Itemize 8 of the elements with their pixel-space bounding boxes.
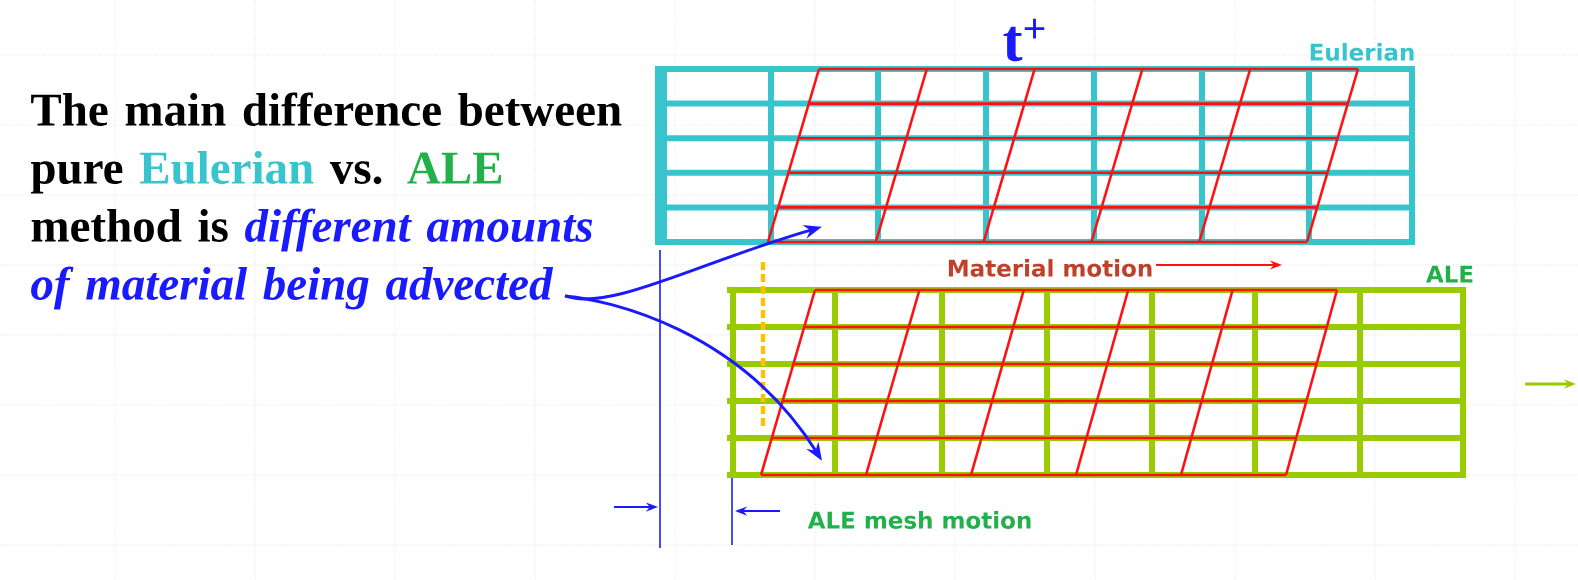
title: t$^{+}$ bbox=[1003, 18, 1045, 62]
mesh-drawing bbox=[655, 66, 1415, 245]
mesh-drawing bbox=[727, 287, 1466, 478]
motion-label: ALE mesh motion bbox=[807, 511, 1031, 529]
mesh-label: Eulerian bbox=[1310, 43, 1414, 61]
motion-label: Material motion bbox=[948, 259, 1152, 277]
paragraph: The main difference between pure Eulerian vs. ALE method is different amounts of material being advected bbox=[31, 92, 622, 310]
mesh-label: ALE bbox=[1426, 265, 1473, 283]
